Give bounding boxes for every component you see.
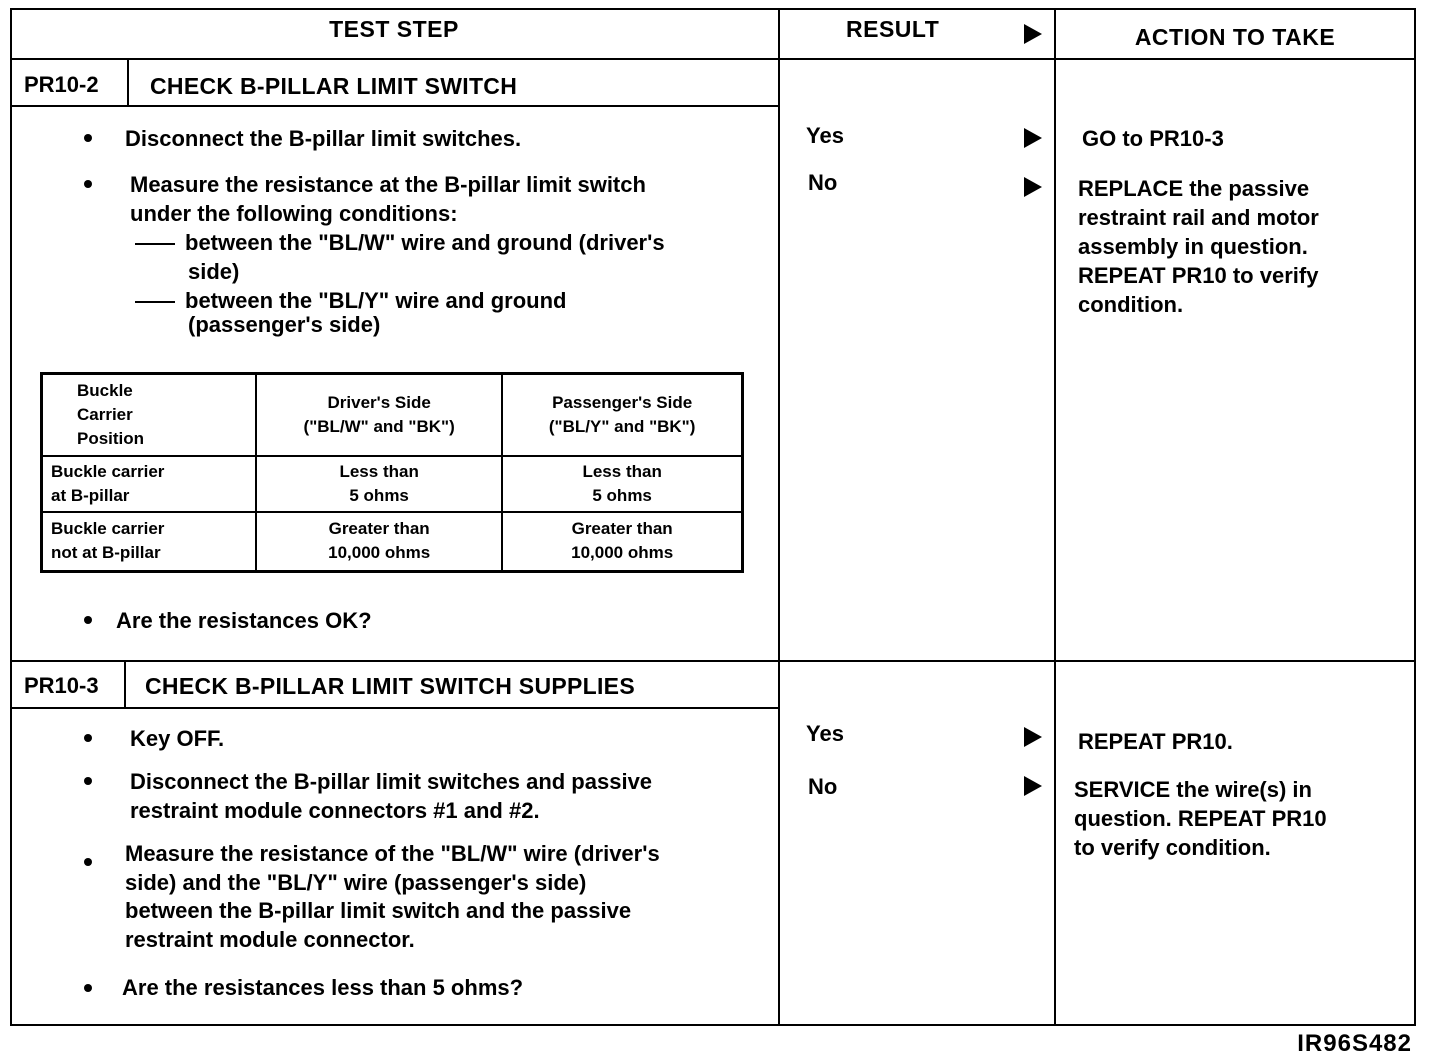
bullet-icon bbox=[84, 858, 92, 866]
column-divider-action bbox=[1054, 8, 1056, 1026]
table-header-line: Position bbox=[77, 428, 145, 448]
table-cell-line: 5 ohms bbox=[349, 485, 409, 505]
table-cell-line: 5 ohms bbox=[592, 485, 652, 505]
table-cell: Greater than 10,000 ohms bbox=[501, 510, 744, 573]
table-cell-line: not at B-pillar bbox=[51, 543, 161, 563]
step-question: Are the resistances less than 5 ohms? bbox=[122, 975, 524, 1000]
condition-item: between the "BL/W" wire and ground (driv… bbox=[135, 228, 665, 257]
step-item-continued: restraint module connector. bbox=[125, 927, 415, 952]
step-item: Disconnect the B-pillar limit switches a… bbox=[130, 769, 653, 794]
result-no: No bbox=[808, 170, 838, 195]
table-left-border bbox=[10, 8, 12, 1026]
header-bottom-border bbox=[10, 58, 1416, 60]
column-divider-result bbox=[778, 8, 780, 1026]
table-cell: Less than 5 ohms bbox=[254, 454, 504, 513]
bullet-icon bbox=[84, 777, 92, 785]
table-cell-line: Buckle carrier bbox=[51, 461, 165, 481]
arrow-icon bbox=[1024, 776, 1042, 796]
condition-item: between the "BL/Y" wire and ground bbox=[135, 286, 566, 315]
table-header-line: Passenger's Side bbox=[552, 392, 693, 412]
table-top-border bbox=[10, 8, 1416, 10]
table-header-line: Buckle bbox=[77, 380, 133, 400]
condition-text: between the "BL/Y" wire and ground bbox=[185, 288, 567, 313]
step-title: CHECK B-PILLAR LIMIT SWITCH SUPPLIES bbox=[145, 673, 635, 699]
step-id: PR10-3 bbox=[24, 673, 99, 698]
bullet-icon bbox=[84, 180, 92, 188]
result-no: No bbox=[808, 774, 838, 799]
condition-text: between the "BL/W" wire and ground (driv… bbox=[185, 230, 665, 255]
step-item: Measure the resistance at the B-pillar l… bbox=[130, 172, 646, 197]
result-yes: Yes bbox=[806, 123, 844, 148]
step-item: Key OFF. bbox=[130, 726, 225, 751]
step-id-divider bbox=[124, 660, 126, 708]
step-id: PR10-2 bbox=[24, 72, 99, 97]
result-yes: Yes bbox=[806, 721, 844, 746]
step-title-bottom-border bbox=[10, 105, 778, 107]
header-result: RESULT bbox=[846, 16, 940, 42]
step-item-continued: under the following conditions: bbox=[130, 201, 458, 226]
arrow-icon bbox=[1024, 727, 1042, 747]
header-arrow-icon bbox=[1024, 24, 1042, 44]
step-item: Measure the resistance of the "BL/W" wir… bbox=[125, 841, 660, 866]
step-title-bottom-border bbox=[10, 707, 778, 709]
table-cell-line: Less than bbox=[582, 461, 662, 481]
section-divider bbox=[10, 660, 1416, 662]
table-right-border bbox=[1414, 8, 1416, 1026]
table-header-position: Buckle Carrier Position bbox=[40, 372, 257, 457]
table-cell: Greater than 10,000 ohms bbox=[254, 510, 504, 573]
table-row: Buckle carrier at B-pillar Less than 5 o… bbox=[40, 454, 744, 513]
bullet-icon bbox=[84, 134, 92, 142]
action-no-line: assembly in question. bbox=[1078, 234, 1308, 259]
step-item-continued: restraint module connectors #1 and #2. bbox=[130, 798, 540, 823]
action-no-line: REPLACE the passive bbox=[1078, 176, 1310, 201]
table-row: Buckle carrier not at B-pillar Greater t… bbox=[40, 510, 744, 573]
action-no-line: question. REPEAT PR10 bbox=[1074, 806, 1327, 831]
table-header-line: ("BL/Y" and "BK") bbox=[548, 416, 696, 436]
action-no-line: to verify condition. bbox=[1074, 835, 1271, 860]
step-id-divider bbox=[127, 58, 129, 106]
condition-item-continued: (passenger's side) bbox=[188, 312, 381, 337]
action-no-line: condition. bbox=[1078, 292, 1184, 317]
arrow-icon bbox=[1024, 177, 1042, 197]
table-header-line: Carrier bbox=[77, 404, 133, 424]
dash-icon bbox=[135, 301, 175, 304]
table-cell-line: 10,000 ohms bbox=[571, 543, 674, 563]
bullet-icon bbox=[84, 616, 92, 624]
bullet-icon bbox=[84, 734, 92, 742]
condition-item-continued: side) bbox=[188, 259, 240, 284]
table-cell-line: Less than bbox=[339, 461, 419, 481]
table-cell: Less than 5 ohms bbox=[501, 454, 744, 513]
dash-icon bbox=[135, 243, 175, 246]
table-cell: Buckle carrier at B-pillar bbox=[40, 454, 257, 513]
table-header-passenger: Passenger's Side ("BL/Y" and "BK") bbox=[501, 372, 744, 457]
figure-id: IR96S482 bbox=[1297, 1030, 1412, 1057]
step-item-continued: side) and the "BL/Y" wire (passenger's s… bbox=[125, 870, 587, 895]
action-no-line: restraint rail and motor bbox=[1078, 205, 1319, 230]
header-test-step: TEST STEP bbox=[329, 16, 459, 42]
step-item: Disconnect the B-pillar limit switches. bbox=[125, 126, 522, 151]
step-question: Are the resistances OK? bbox=[116, 608, 372, 633]
table-bottom-border bbox=[10, 1024, 1416, 1026]
resistance-table: Buckle Carrier Position Driver's Side ("… bbox=[40, 372, 744, 573]
table-cell-line: 10,000 ohms bbox=[328, 543, 431, 563]
arrow-icon bbox=[1024, 128, 1042, 148]
step-item-continued: between the B-pillar limit switch and th… bbox=[125, 898, 632, 923]
table-cell-line: Greater than bbox=[328, 519, 430, 539]
action-yes: GO to PR10-3 bbox=[1082, 126, 1224, 151]
table-header-driver: Driver's Side ("BL/W" and "BK") bbox=[254, 372, 504, 457]
action-no-line: SERVICE the wire(s) in bbox=[1074, 777, 1312, 802]
header-action: ACTION TO TAKE bbox=[1134, 24, 1336, 50]
table-header-line: ("BL/W" and "BK") bbox=[303, 416, 455, 436]
table-cell: Buckle carrier not at B-pillar bbox=[40, 510, 257, 573]
table-cell-line: Buckle carrier bbox=[51, 519, 165, 539]
action-no-line: REPEAT PR10 to verify bbox=[1078, 263, 1319, 288]
bullet-icon bbox=[84, 984, 92, 992]
table-cell-line: at B-pillar bbox=[51, 485, 130, 505]
table-cell-line: Greater than bbox=[571, 519, 673, 539]
table-header-line: Driver's Side bbox=[327, 392, 431, 412]
action-yes: REPEAT PR10. bbox=[1078, 729, 1233, 754]
step-title: CHECK B-PILLAR LIMIT SWITCH bbox=[150, 73, 518, 99]
